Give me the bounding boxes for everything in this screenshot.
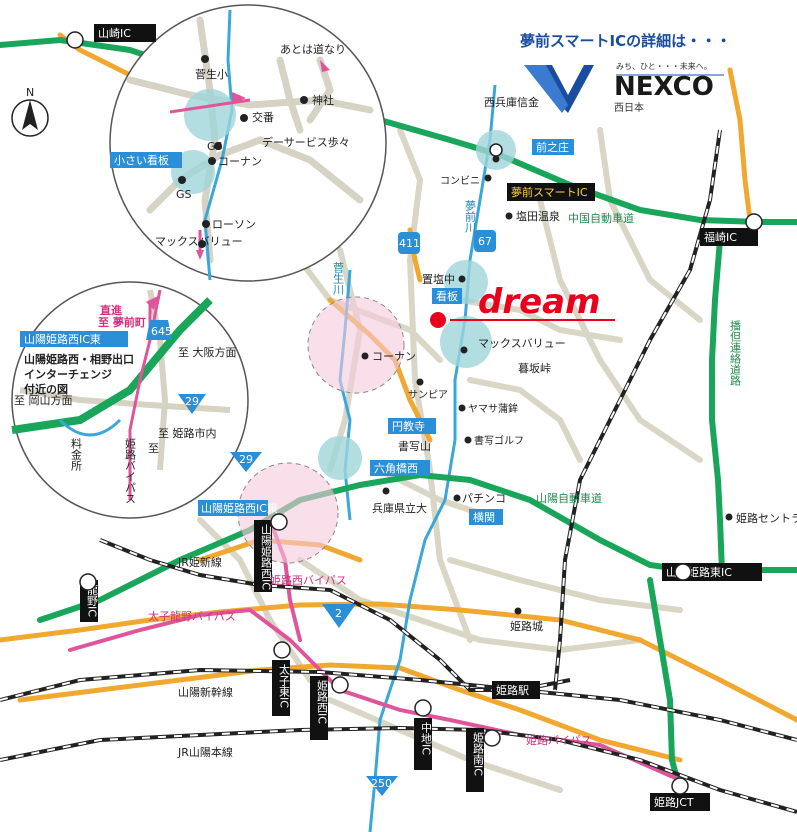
ic-himeji-jct: 姫路JCT <box>654 795 694 809</box>
route-250-shield: 250 <box>366 776 398 796</box>
ic-nodes <box>66 31 763 795</box>
inset-straight: 直進 <box>100 303 123 317</box>
svg-text:みち、ひと・・・未来へ。: みち、ひと・・・未来へ。 <box>616 61 712 71</box>
place-nishi-hyogo: 西兵庫信金 <box>484 95 539 109</box>
ic-yamasaki: 山崎IC <box>98 26 131 40</box>
inset-title1: 山陽姫路西・相野出口 <box>24 352 134 366</box>
ic-labels: 山崎IC 福崎IC 山陽姫路東IC 夢前スマートIC 姫路JCT 山陽姫路西IC… <box>80 24 762 811</box>
inset-remaining: あとは道なり <box>280 42 346 56</box>
route-shields: 411 67 29 2 250 <box>230 230 496 796</box>
inset-gs1: GS <box>207 140 223 153</box>
place-konan: コーナン <box>372 350 416 363</box>
inset-konan: コーナン <box>218 155 262 168</box>
inset-lawson: ローソン <box>212 218 256 231</box>
route-645-shield: 645 <box>146 320 172 340</box>
road-himeji-bypass: 姫路バイパス <box>526 733 592 747</box>
route-67-shield: 67 <box>474 230 496 252</box>
tag-rokkaku: 六角橋西 <box>374 461 418 475</box>
place-shoshazan: 書写山 <box>398 439 431 453</box>
compass-label: N <box>26 86 34 99</box>
route-29-shield-inset: 29 <box>178 394 206 414</box>
route-411-shield: 411 <box>398 232 420 254</box>
svg-text:29: 29 <box>239 453 253 466</box>
ic-fukusaki: 福崎IC <box>704 230 737 244</box>
inset-maxvalu: マックスバリュー <box>155 235 243 248</box>
inset-to: 至 <box>148 442 159 455</box>
tag-maenosho: 前之庄 <box>536 140 569 154</box>
rail-himeshin: JR姫新線 <box>177 555 222 569</box>
ic-nakachi: 中地IC <box>420 722 433 756</box>
svg-text:411: 411 <box>399 237 420 250</box>
inset-day-service: デーサービス歩々 <box>262 135 350 149</box>
place-convenience: コンビニ <box>440 175 480 187</box>
river-sugao: 菅生川 <box>332 262 345 295</box>
place-labels: 西兵庫信金 コンビニ 塩田温泉 置塩中 マックスバリュー コーナン サンピア ヤ… <box>148 95 797 759</box>
place-shosha-golf: 書写ゴルフ <box>474 434 524 447</box>
inset-himeji-bypass: 姫路バイパス <box>124 437 137 504</box>
inset-to-yumesaki: 至 夢前町 <box>98 315 146 329</box>
destination-marker: dream <box>430 282 615 328</box>
inset-to-osaka: 至 大阪方面 <box>178 345 237 359</box>
tag-kanban: 看板 <box>436 289 458 303</box>
place-shioda-onsen: 塩田温泉 <box>516 209 560 223</box>
tag-sanyo-himeji-nishi: 山陽姫路西IC東 <box>201 501 278 515</box>
himeji-station: 姫路駅 <box>496 683 529 697</box>
place-pachinko: パチンコ <box>462 492 506 505</box>
place-yamasa: ヤマサ蒲鉾 <box>468 402 518 415</box>
road-chugoku: 中国自動車道 <box>568 211 634 225</box>
inset-to-himeji: 至 姫路市内 <box>158 426 217 440</box>
ic-himeji-minami: 姫路南IC <box>472 731 485 777</box>
ic-yumesaki-smart: 夢前スマートIC <box>511 185 588 199</box>
rail-sanyo: JR山陽本線 <box>177 745 233 759</box>
tag-yokozeki: 横関 <box>473 510 495 524</box>
inset-to-okayama: 至 岡山方面 <box>14 393 73 407</box>
header-title: 夢前スマートICの詳細は・・・ <box>520 32 732 50</box>
ic-taishi-higashi: 太子東IC <box>278 664 291 709</box>
road-bantan: 播但連絡道路 <box>729 319 742 387</box>
svg-text:250: 250 <box>371 777 392 790</box>
svg-text:645: 645 <box>151 325 172 338</box>
inset-title2: インターチェンジ <box>24 368 112 381</box>
route-29-shield: 29 <box>230 452 262 472</box>
river-yumesaki: 夢前川 <box>464 200 477 233</box>
blue-tags: 前之庄 看板 円教寺 六角橋西 横関 山陽姫路西IC東 <box>198 139 574 525</box>
nexco-wordmark: NEXCO <box>614 72 714 102</box>
road-sanyo: 山陽自動車道 <box>536 491 602 505</box>
ic-himeji-nishi: 姫路西IC <box>316 679 329 725</box>
inset-tollgate: 料金所 <box>70 437 83 472</box>
road-himeji-nishi-bypass: 姫路西バイパス <box>270 573 347 587</box>
north-arrow: N <box>11 86 49 137</box>
svg-text:67: 67 <box>478 235 492 248</box>
place-maxvalu: マックスバリュー <box>478 337 566 350</box>
inset-koban: 交番 <box>252 110 274 124</box>
place-dots <box>361 155 733 615</box>
place-yumesakitoge: 暮坂峠 <box>518 361 551 375</box>
inset-bottom: 山陽姫路西IC東 645 29 直進 至 夢前町 山陽姫路西・相野出口 インター… <box>11 281 249 519</box>
road-taishi-bypass: 太子龍野バイパス <box>148 609 236 623</box>
inset-ic-tag: 山陽姫路西IC東 <box>24 332 101 346</box>
nexco-sub: 西日本 <box>614 101 644 114</box>
ic-sanyo-himeji-nishi-v: 山陽姫路西IC <box>260 524 273 591</box>
nexco-logo: みち、ひと・・・未来へ。 NEXCO 西日本 <box>524 61 724 114</box>
place-himeji-castle: 姫路城 <box>510 619 543 633</box>
small-sign-tag: 小さい看板 <box>114 153 169 167</box>
inset-shrine: 神社 <box>312 93 334 107</box>
place-oki-shioda: 置塩中 <box>422 272 455 286</box>
route-2-shield: 2 <box>322 604 356 628</box>
svg-text:2: 2 <box>335 607 342 620</box>
inset-sugao-elem: 菅生小 <box>195 67 228 81</box>
place-central-park: 姫路セントラルパーク <box>736 511 797 525</box>
inset-title3: 付近の図 <box>24 382 68 396</box>
inset-top: 菅生小 あとは道なり 神社 交番 デーサービス歩々 GS GS コーナン ローソ… <box>109 4 387 282</box>
brand-name: dream <box>478 282 601 322</box>
tag-engyoji: 円教寺 <box>392 420 425 433</box>
svg-text:29: 29 <box>185 395 199 408</box>
rail-shinkansen: 山陽新幹線 <box>178 685 233 699</box>
ic-tatsuno: 龍野IC <box>86 583 99 618</box>
inset-gs2: GS <box>176 188 192 201</box>
place-kenritsudai: 兵庫県立大 <box>372 501 427 515</box>
place-sunpia: サンピア <box>408 389 448 401</box>
